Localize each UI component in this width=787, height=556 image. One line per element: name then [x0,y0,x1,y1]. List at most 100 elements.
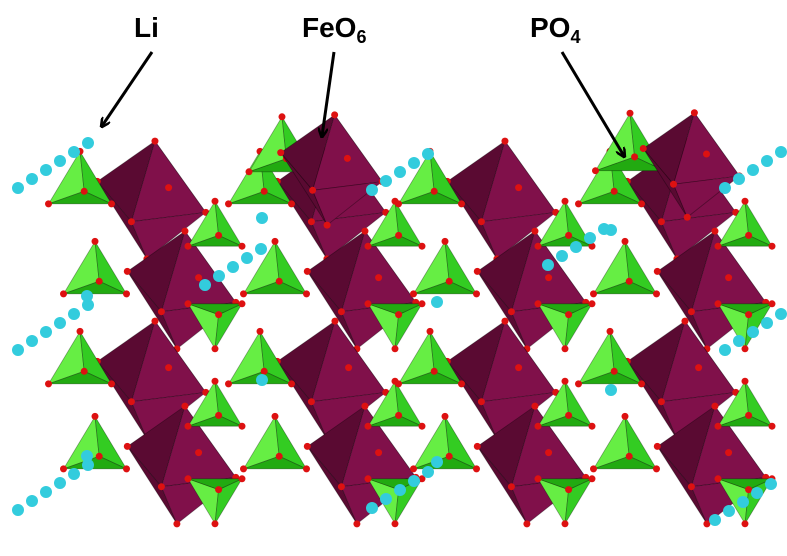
oxygen-atom [410,465,417,473]
oxygen-atom [768,422,776,430]
po4-tetrahedron [187,414,243,427]
li-atom [54,477,66,489]
oxygen-atom [590,465,597,473]
oxygen-atom [714,242,722,250]
oxygen-atom [60,465,67,473]
po4-tetrahedron [63,280,127,295]
li-atom [605,384,617,396]
oxygen-atom [184,300,192,308]
oxygen-atom [711,227,719,235]
li-atom [54,317,66,329]
oxygen-atom [238,422,246,430]
li-atom [747,326,759,338]
po4-tetrahedron [717,303,773,316]
oxygen-atom [653,290,660,298]
oxygen-atom [278,113,286,121]
li-atom [556,250,568,262]
oxygen-atom [181,402,189,410]
fe-octahedron [130,211,207,260]
li-atom [40,326,52,338]
oxygen-atom [123,442,131,450]
po4-tetrahedron [444,240,477,295]
li-atom [256,374,268,386]
fe-octahedron [280,152,328,226]
po4-tetrahedron [187,303,243,316]
po4-tetrahedron [48,190,112,205]
oxygen-atom [741,345,749,353]
oxygen-atom [768,242,776,250]
oxygen-atom [331,111,339,119]
li-atom [775,146,787,158]
oxygen-atom [687,483,695,491]
oxygen-atom [343,154,351,162]
oxygen-atom [515,184,523,192]
oxygen-atom [361,402,369,410]
po4-tetrahedron [717,414,773,427]
oxygen-atom [307,398,315,406]
po4-tetrahedron [398,190,462,205]
oxygen-atom [561,345,569,353]
oxygen-atom [418,242,426,250]
oxygen-atom [123,267,131,275]
oxygen-atom [173,520,181,528]
li-atom [82,459,94,471]
po4-tetrahedron [367,414,423,427]
oxygen-atom [592,167,599,175]
li-atom [394,166,406,178]
li-atom [542,259,554,271]
li-atom [761,317,773,329]
oxygen-atom [165,184,173,192]
oxygen-atom [639,145,647,152]
oxygen-atom [430,187,438,195]
li-atom [709,514,721,526]
li-atom [408,157,420,169]
fe-octahedron [310,320,387,403]
li-atom [408,475,420,487]
po4-tetrahedron [367,303,423,316]
oxygen-atom [501,317,509,325]
oxygen-atom [631,153,639,161]
oxygen-atom [473,267,481,275]
oxygen-atom [345,364,353,372]
fe-octahedron [126,405,186,488]
oxygen-atom [621,237,629,245]
oxygen-atom [561,520,569,528]
oxygen-atom [240,290,247,298]
oxygen-atom [711,402,719,410]
po4-tetrahedron [429,330,462,385]
oxygen-atom [240,465,247,473]
oxygen-atom [375,449,383,457]
oxygen-atom [745,411,753,419]
li-atom [241,252,253,264]
oxygen-atom [477,218,485,226]
oxygen-atom [184,242,192,250]
oxygen-atom [690,109,698,117]
oxygen-atom [531,402,539,410]
po4-tetrahedron [228,190,292,205]
oxygen-atom [473,465,480,473]
oxygen-atom [625,452,633,460]
oxygen-atom [45,380,52,388]
oxygen-atom [245,168,253,176]
oxygen-atom [275,452,283,460]
fe-octahedron [661,320,737,403]
oxygen-atom [91,412,99,420]
oxygen-atom [588,422,596,430]
oxygen-atom [395,411,403,419]
oxygen-atom [127,218,135,226]
po4-tetrahedron [717,234,773,247]
oxygen-atom [215,411,223,419]
oxygen-atom [515,364,523,372]
oxygen-atom [211,520,219,528]
po4-tetrahedron [274,415,307,470]
li-atom [605,224,617,236]
po4-tetrahedron [593,280,657,295]
fe-octahedron [130,140,207,223]
li-atom [751,487,763,499]
oxygen-atom [534,475,542,483]
oxygen-atom [395,311,403,319]
oxygen-atom [523,520,531,528]
li-atom [26,335,38,347]
li-atom [40,486,52,498]
oxygen-atom [588,242,596,250]
